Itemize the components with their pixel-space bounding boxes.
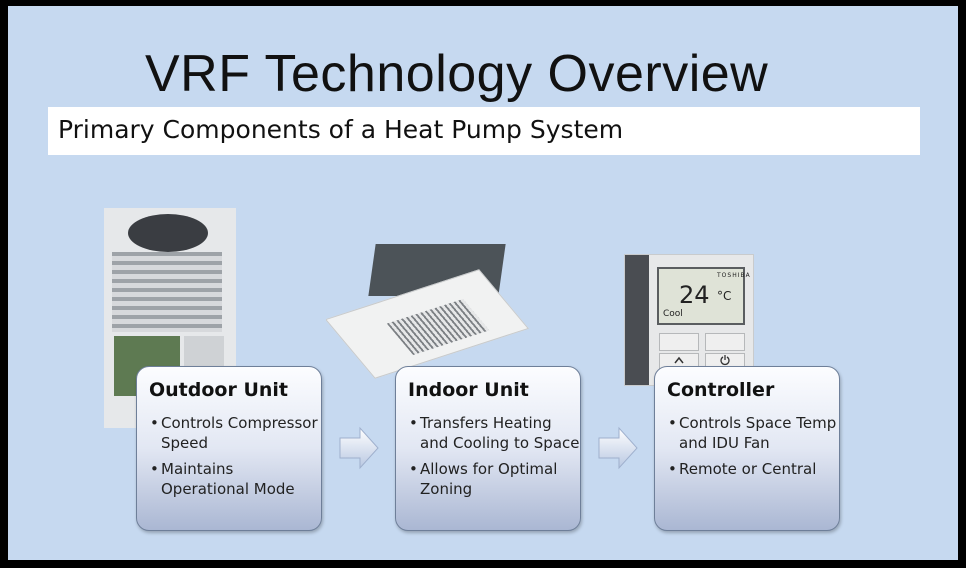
card-bullets: Controls Space Temp and IDU Fan Remote o…	[655, 413, 841, 485]
slide: VRF Technology Overview Primary Componen…	[8, 6, 958, 560]
controller-card: Controller Controls Space Temp and IDU F…	[654, 366, 840, 531]
bullet-item: Transfers Heating and Cooling to Space	[409, 413, 582, 453]
louver-grille	[112, 252, 222, 332]
fan-hood	[128, 214, 208, 252]
controller-screen: TOSHIBA 24 °C Cool	[657, 267, 750, 325]
bullet-item: Remote or Central	[668, 459, 841, 479]
controller-brand: TOSHIBA	[717, 272, 751, 279]
subtitle-bar: Primary Components of a Heat Pump System	[48, 107, 920, 155]
controller-button-left	[659, 333, 699, 351]
card-title: Indoor Unit	[408, 379, 529, 401]
controller-side-strip	[625, 255, 649, 385]
chevron-up-icon	[674, 356, 684, 364]
slide-subtitle: Primary Components of a Heat Pump System	[58, 115, 624, 144]
power-icon	[720, 355, 730, 366]
controller-temp-unit: °C	[717, 289, 732, 303]
controller-image: TOSHIBA 24 °C Cool	[624, 254, 754, 386]
bullet-item: Controls Space Temp and IDU Fan	[668, 413, 841, 453]
outdoor-unit-card: Outdoor Unit Controls Compressor Speed M…	[136, 366, 322, 531]
controller-button-right	[705, 333, 745, 351]
arrow-right-icon	[598, 426, 638, 470]
card-bullets: Controls Compressor Speed Maintains Oper…	[137, 413, 323, 505]
controller-temperature: 24	[679, 281, 710, 309]
card-title: Outdoor Unit	[149, 379, 289, 401]
controller-mode: Cool	[663, 309, 683, 319]
bullet-item: Maintains Operational Mode	[150, 459, 323, 499]
card-title: Controller	[667, 379, 775, 401]
bullet-item: Controls Compressor Speed	[150, 413, 323, 453]
indoor-unit-card: Indoor Unit Transfers Heating and Coolin…	[395, 366, 581, 531]
slide-title: VRF Technology Overview	[145, 45, 769, 103]
bullet-item: Allows for Optimal Zoning	[409, 459, 582, 499]
card-bullets: Transfers Heating and Cooling to Space A…	[396, 413, 582, 505]
arrow-right-icon	[339, 426, 379, 470]
